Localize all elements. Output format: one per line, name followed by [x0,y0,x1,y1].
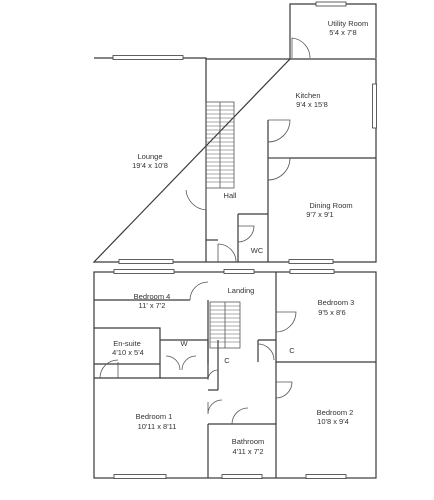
bedroom2-label: Bedroom 2 [317,408,354,417]
wardrobe-door-swing [165,355,197,371]
lounge-label: Lounge [137,152,162,161]
bathroom-window [221,474,263,479]
first-floor-staircase [209,301,241,349]
lounge-window [112,55,184,60]
hall-label: Hall [224,191,237,200]
cupboard2-label: C [289,346,295,355]
front-door-swing [217,243,237,263]
bedroom4-door-swing [189,281,209,301]
cupboard1-door-swing [207,369,219,381]
bedroom3-label: Bedroom 3 [318,298,355,307]
bathroom-door-swing [231,407,249,425]
bathroom-label: Bathroom [232,437,265,446]
kitchen-dims: 9'4 x 15'8 [296,100,328,109]
ground-staircase [205,101,235,189]
cupboard1-walls [208,340,219,391]
dining-room-dims: 9'7 x 9'1 [306,210,333,219]
bedroom3-window [289,269,335,274]
kitchen-window [372,83,377,129]
ground-floor: Utility Room 5'4 x 7'8 Kitchen 9'4 x 15'… [92,1,377,264]
bedroom1-door-swing [207,399,223,415]
bedroom1-dims: 10'11 x 8'11 [138,422,177,431]
bedroom4-window [113,269,175,274]
first-floor: Landing Bedroom 4 11' x 7'2 Bedroom 3 9'… [93,269,377,479]
cupboard2-walls [257,339,276,362]
lounge-door-swing [185,188,207,211]
utility-room-label: Utility Room [328,19,368,28]
wardrobe-label: W [180,339,188,348]
kitchen-label: Kitchen [295,91,320,100]
ensuite-door-swing [99,359,119,379]
dining-door-swing [267,157,291,181]
bedroom2-door-swing [275,381,293,399]
kitchen-door-swing [267,119,291,143]
dining-window [288,259,334,264]
bedroom1-window [113,474,167,479]
landing-window [223,269,255,274]
utility-door-swing [291,37,311,59]
bathroom-dims: 4'11 x 7'2 [232,447,263,456]
wc-walls [237,213,268,262]
landing-label: Landing [228,286,255,295]
ensuite-walls [94,327,161,379]
lounge-front-window [118,259,174,264]
wc-label: WC [251,246,264,255]
wardrobe-walls [160,339,209,379]
bedroom3-door-swing [275,311,297,333]
bedroom4-label: Bedroom 4 [134,292,171,301]
bedroom3-dims: 9'5 x 8'6 [318,308,345,317]
cupboard2-door-swing [257,343,275,361]
lounge-dims: 19'4 x 10'8 [132,161,168,170]
bedroom2-dims: 10'8 x 9'4 [317,417,349,426]
ground-floor-outer-wall [92,57,377,263]
cupboard1-label: C [224,356,230,365]
bedroom1-label: Bedroom 1 [136,412,173,421]
utility-room-dims: 5'4 x 7'8 [329,28,356,37]
dining-room-label: Dining Room [309,201,352,210]
utility-window [315,1,347,7]
ensuite-dims: 4'10 x 5'4 [112,348,144,357]
bedroom2-window [305,474,347,479]
wc-door-swing [237,225,255,243]
bedroom4-dims: 11' x 7'2 [139,301,166,310]
ensuite-label: En-suite [113,339,141,348]
